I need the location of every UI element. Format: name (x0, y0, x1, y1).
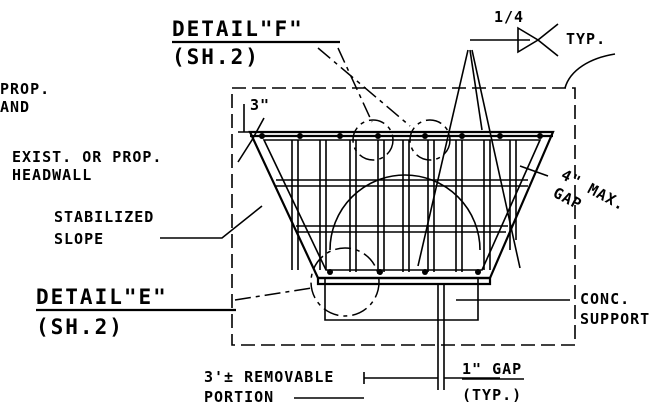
slope-leader (160, 205, 263, 239)
gap-typ-label: (TYP.) (462, 386, 522, 404)
cut-prop: PROP. (0, 80, 50, 98)
bolt-dot (475, 269, 481, 275)
vertical-bar (455, 140, 463, 272)
slope-label-2: SLOPE (54, 230, 104, 248)
headwall-leader (237, 117, 265, 163)
gap-max-leader (519, 165, 549, 177)
weld-leader-1 (417, 49, 469, 267)
headwall-label-1: EXIST. OR PROP. (12, 148, 162, 166)
vertical-bar (427, 140, 435, 272)
bolt-dot (459, 133, 465, 139)
horizontal-bar (296, 225, 508, 233)
detail-f-title: DETAIL"F" (172, 17, 304, 41)
detail-e-leader (234, 287, 313, 301)
bolt-dot (375, 133, 381, 139)
weld-size: 1/4 (494, 8, 524, 26)
detail-f-leader-2 (317, 47, 411, 127)
gap-1in-dim (437, 284, 500, 390)
weld-typ: TYP. (566, 30, 606, 48)
bolt-dot (327, 269, 333, 275)
bolt-dot (497, 133, 503, 139)
bolt-dot (537, 133, 543, 139)
gap-1in-label: 1" GAP (462, 360, 522, 378)
removable-label-2: PORTION (204, 388, 274, 406)
vertical-bar (291, 140, 299, 270)
detail-f-leader-1 (337, 47, 373, 123)
weld-symbol (517, 26, 540, 54)
weld-tail (537, 23, 559, 57)
vertical-bar (377, 140, 385, 272)
horizontal-bar (276, 179, 528, 187)
bolt-dot (259, 133, 265, 139)
grate-base-plate (316, 276, 492, 286)
vertical-bar (509, 140, 517, 250)
horizontal-bars (276, 179, 528, 233)
bolt-dot (297, 133, 303, 139)
detail-f-circle-left (352, 119, 394, 161)
vertical-bars (291, 140, 517, 272)
vertical-bar (483, 140, 491, 270)
detail-e-circle (310, 247, 380, 317)
detail-e-title: DETAIL"E" (36, 285, 168, 309)
conc-support-outline (324, 278, 479, 321)
vertical-bar (319, 140, 327, 270)
conc-support-label-2: SUPPORT (580, 310, 650, 328)
removable-label-1: 3'± REMOVABLE (204, 368, 334, 386)
vertical-bar (402, 140, 410, 272)
cut-and: AND (0, 98, 30, 116)
weld-leader-2 (469, 49, 483, 131)
culvert-pipe-outline (329, 174, 481, 251)
bolt-dot (422, 133, 428, 139)
detail-f-circle-right (409, 119, 451, 161)
bolt-dots (259, 133, 543, 275)
dim-3in-line (238, 104, 250, 133)
conc-support-label-1: CONC. (580, 290, 630, 308)
removable-dim (363, 372, 438, 384)
slope-label-1: STABILIZED (54, 208, 154, 226)
outer-dashed-outline (231, 87, 576, 346)
bolt-dot (337, 133, 343, 139)
headwall-curve (564, 53, 616, 89)
headwall-label-2: HEADWALL (12, 166, 92, 184)
vertical-bar (349, 140, 357, 272)
bolt-dot (422, 269, 428, 275)
detail-f-sheet: (SH.2) (172, 45, 260, 69)
dim-3in-label: 3" (250, 96, 270, 114)
weld-leader-3 (471, 49, 521, 269)
detail-e-sheet: (SH.2) (36, 315, 124, 339)
